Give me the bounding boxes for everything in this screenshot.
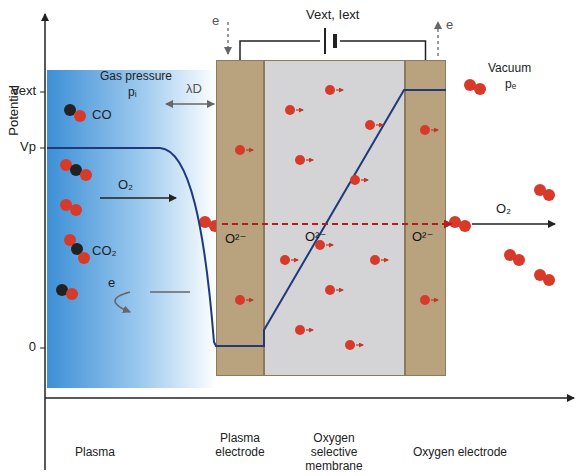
layer-box: O²⁻ <box>405 60 446 376</box>
text-label: Vext <box>11 84 36 99</box>
text-label: Gas pressure <box>100 70 172 84</box>
layer-box: O²⁻ <box>216 60 264 376</box>
text-label: Vp <box>20 140 36 155</box>
ion-label: O²⁻ <box>305 229 326 244</box>
text-label: Vacuum <box>488 62 531 76</box>
text-label: O₂ <box>496 202 511 217</box>
text-label: pₑ <box>505 78 516 92</box>
plasma-region <box>47 70 217 388</box>
text-label: CO₂ <box>92 244 117 259</box>
text-label: Plasma <box>75 446 115 460</box>
potential-curve <box>47 90 446 346</box>
text-label: Oxygen electrode <box>413 446 507 460</box>
text-label: 0 <box>29 340 36 355</box>
edge-label: Vext, Iext <box>306 8 359 23</box>
text-label: e <box>108 276 115 291</box>
ion-label: O²⁻ <box>412 229 433 244</box>
text-label: O₂ <box>118 178 133 193</box>
text-label: CO <box>92 108 112 123</box>
text-label: e <box>212 14 219 29</box>
text-label: Plasma electrode <box>205 432 275 460</box>
text-label: λD <box>186 82 202 97</box>
layer-box: O²⁻ <box>264 60 405 376</box>
ion-label: O²⁻ <box>225 231 246 246</box>
text-label: e <box>446 18 453 33</box>
text-label: Oxygen selective membrane <box>289 432 379 473</box>
text-label: pᵢ <box>128 86 137 100</box>
